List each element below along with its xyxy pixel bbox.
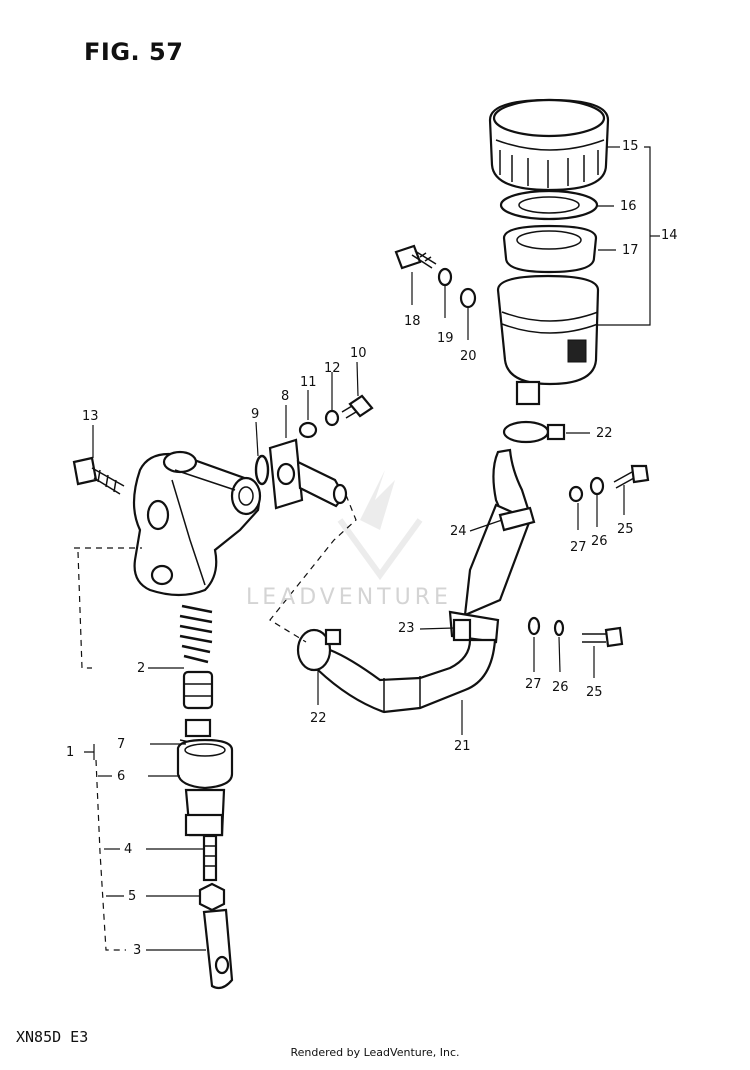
callout-11: 11 xyxy=(300,375,317,390)
washer-26-upper xyxy=(589,476,605,496)
washer-11 xyxy=(298,421,318,439)
callout-26-upper: 26 xyxy=(591,534,608,549)
callout-19: 19 xyxy=(437,331,454,346)
reservoir-diaphragm xyxy=(502,224,598,274)
reservoir-diaphragm-plate xyxy=(499,189,599,221)
callout-18: 18 xyxy=(404,314,421,329)
hose-fitting-8 xyxy=(268,438,348,510)
callout-20: 20 xyxy=(460,349,477,364)
washer-19 xyxy=(437,267,453,287)
callout-21: 21 xyxy=(454,739,471,754)
nut-5 xyxy=(198,882,226,912)
callout-5: 5 xyxy=(128,889,137,904)
callout-15: 15 xyxy=(622,139,639,154)
group-bracket-1 xyxy=(74,547,142,951)
callout-27-upper: 27 xyxy=(570,540,587,555)
reservoir-cap xyxy=(488,98,610,192)
bolt-18 xyxy=(394,244,437,270)
callout-12: 12 xyxy=(324,361,341,376)
callout-13: 13 xyxy=(82,409,99,424)
reservoir-body xyxy=(496,274,600,406)
callout-1: 1 xyxy=(66,745,75,760)
callout-8: 8 xyxy=(281,389,290,404)
washer-20 xyxy=(459,287,477,309)
routing-dashline xyxy=(269,494,357,643)
callout-22-bottom: 22 xyxy=(310,711,327,726)
washer-27-upper xyxy=(568,485,584,503)
spring-2 xyxy=(179,604,213,664)
callout-3: 3 xyxy=(133,943,142,958)
callout-24: 24 xyxy=(450,524,467,539)
watermark-logo-icon xyxy=(337,470,423,581)
washer-12 xyxy=(324,409,340,427)
leader-lines xyxy=(92,146,660,951)
clamp-23 xyxy=(448,610,500,644)
callout-6: 6 xyxy=(117,769,126,784)
callout-4: 4 xyxy=(124,842,133,857)
callout-16: 16 xyxy=(620,199,637,214)
bolt-13 xyxy=(72,456,125,495)
callout-2: 2 xyxy=(137,661,146,676)
model-code: XN85D E3 xyxy=(16,1028,89,1046)
figure-title: FIG. 57 xyxy=(84,38,184,66)
callout-26-lower: 26 xyxy=(552,680,569,695)
piston-2 xyxy=(182,670,214,710)
callout-7: 7 xyxy=(117,737,126,752)
callout-23: 23 xyxy=(398,621,415,636)
callout-25-lower: 25 xyxy=(586,685,603,700)
hose-24-upper xyxy=(463,448,532,617)
washer-27-lower xyxy=(527,616,541,636)
clamp-24 xyxy=(498,506,536,532)
clamp-22-top xyxy=(502,420,566,444)
footer-credit: Rendered by LeadVenture, Inc. xyxy=(290,1046,460,1059)
hose-21-lower xyxy=(316,638,497,714)
callout-17: 17 xyxy=(622,243,639,258)
o-ring-9 xyxy=(254,454,270,486)
washer-26-lower xyxy=(553,619,565,637)
pushrod-4 xyxy=(202,834,218,882)
watermark-text: LEADVENTURE xyxy=(246,585,452,610)
callout-10: 10 xyxy=(350,346,367,361)
master-cylinder-body xyxy=(132,450,262,597)
callout-14: 14 xyxy=(661,228,678,243)
bolt-10 xyxy=(341,394,374,419)
boot-6 xyxy=(176,738,234,837)
callout-22-top: 22 xyxy=(596,426,613,441)
clamp-22-bottom xyxy=(296,628,342,672)
callout-9: 9 xyxy=(251,407,260,422)
bolt-25-lower xyxy=(582,626,624,648)
clevis-3 xyxy=(202,908,234,990)
callout-25-upper: 25 xyxy=(617,522,634,537)
bolt-25-upper xyxy=(613,464,650,489)
callout-27-lower: 27 xyxy=(525,677,542,692)
